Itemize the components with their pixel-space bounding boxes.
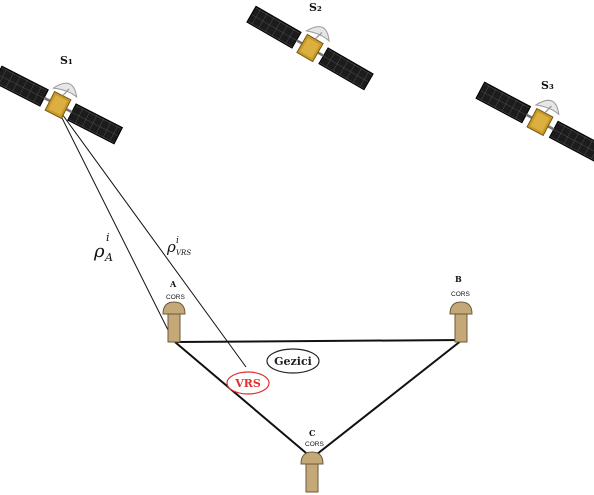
range-line-vrs <box>61 113 247 368</box>
svg-text:i: i <box>106 231 110 244</box>
svg-text:i: i <box>176 236 179 246</box>
satellite-s3 <box>474 67 594 165</box>
svg-text:ρ: ρ <box>93 241 105 262</box>
rover-marker: Gezici <box>266 348 320 374</box>
station-a-letter: A <box>169 279 177 289</box>
range-label-a: ρ i A <box>93 231 113 264</box>
station-a-tag: CORS <box>166 294 185 301</box>
station-c-letter: C <box>309 428 315 438</box>
svg-text:A: A <box>104 251 113 264</box>
satellite-s3-label: S₃ <box>541 79 554 92</box>
satellite-s1-label: S₁ <box>60 54 73 67</box>
station-b: B CORS <box>449 274 473 343</box>
range-line-a <box>59 113 174 341</box>
antenna-icon <box>449 301 473 343</box>
vrs-label: VRS <box>234 377 261 390</box>
station-c: C CORS <box>300 428 324 493</box>
antenna-icon <box>300 451 324 493</box>
rover-label: Gezici <box>274 355 312 368</box>
cors-network-triangle <box>174 339 463 459</box>
svg-text:ρ: ρ <box>166 238 176 256</box>
antenna-icon <box>162 301 186 343</box>
satellite-s2-label: S₂ <box>309 1 322 14</box>
station-b-letter: B <box>455 274 462 284</box>
station-c-tag: CORS <box>305 441 324 448</box>
vrs-marker: VRS <box>226 371 270 395</box>
svg-text:VRS: VRS <box>176 249 191 257</box>
range-label-vrs: ρ i VRS <box>166 236 191 257</box>
station-b-tag: CORS <box>451 291 470 298</box>
station-a: A CORS <box>162 279 186 343</box>
